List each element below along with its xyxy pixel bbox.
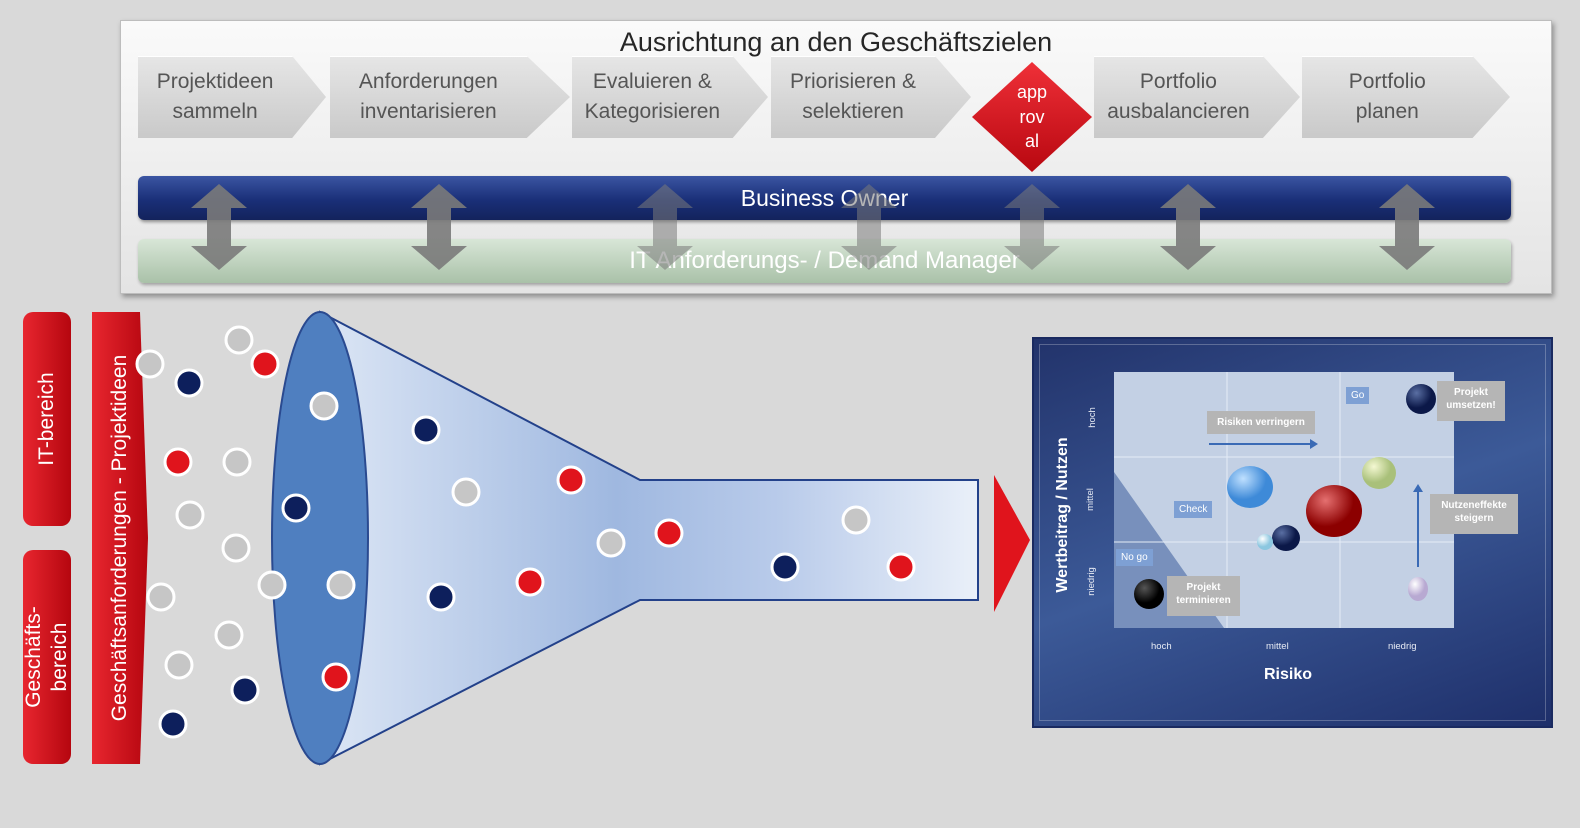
panel-title: Ausrichtung an den Geschäftszielen [619,27,1053,57]
step-label: Portfolio planen [1348,70,1426,123]
project-bubble [1227,466,1273,508]
go-zone [1114,372,1454,628]
step-label: Priorisieren & selektieren [789,70,917,123]
x-axis-label: Risiko [1263,666,1313,683]
x-tick: niedrig [1388,641,1417,652]
step-collect-ideas[interactable]: Projektideen sammeln [138,56,326,138]
red-dot [654,518,684,548]
step-label: Projektideen sammeln [156,70,274,123]
step-balance-portfolio[interactable]: Portfolio ausbalancieren [1094,56,1300,138]
no-go-zone-label: No go [1116,549,1153,566]
navy-dot [770,552,800,582]
matrix-frame [1039,344,1546,721]
funnel-mouth [271,311,369,765]
risk-arrow-head [1310,439,1318,449]
grey-dot [214,620,244,650]
red-dot [556,465,586,495]
navy-dot [158,709,188,739]
red-dot [515,567,545,597]
grey-dot [224,325,254,355]
grey-dot [222,447,252,477]
navy-dot [426,582,456,612]
x-tick: mittel [1266,641,1289,652]
check-zone-label: Check [1174,501,1213,518]
step-evaluate-categorize[interactable]: Evaluieren & Kategorisieren [572,56,768,138]
business-owner-label: Business Owner [740,185,909,211]
double-arrow-icon [1379,184,1435,270]
business-department-bar: Geschäfts- bereich [22,550,71,764]
grey-dot [451,477,481,507]
requirements-arrow: Geschäftsanforderungen - Projektideen [92,312,148,764]
double-arrow-icon [1004,184,1060,270]
business-owner-bar: Business Owner [138,176,1511,220]
grey-dot [221,533,251,563]
double-arrow-icon [1160,184,1216,270]
project-bubble [1272,525,1300,551]
project-bubble [1406,384,1436,414]
double-arrow-icon [411,184,467,270]
demand-manager-label: IT Anforderungs- / Demand Manager [629,247,1020,274]
grey-dot [596,528,626,558]
it-department-bar: IT-bereich [23,312,71,526]
red-dot [163,447,193,477]
callout-implement: Projekt umsetzen! [1437,381,1505,421]
go-zone-label: Go [1346,387,1370,404]
callout-terminate: Projekt terminieren [1167,576,1240,616]
double-arrow-icon [637,184,693,270]
demand-manager-bar: IT Anforderungs- / Demand Manager [138,239,1511,283]
step-inventory-requirements[interactable]: Anforderungen inventarisieren [330,56,570,138]
callout-increase-benefit: Nutzeneffekte steigern [1430,494,1518,534]
funnel-body [319,310,979,766]
grey-dot [257,570,287,600]
project-bubble [1257,534,1273,550]
red-dot [886,552,916,582]
step-label: Portfolio ausbalancieren [1107,70,1250,123]
y-tick: mittel [1084,488,1096,511]
grey-dot [175,500,205,530]
step-prioritize-select[interactable]: Priorisieren & selektieren [771,56,971,138]
benefit-arrow-head [1413,484,1423,492]
red-dot [250,349,280,379]
step-plan-portfolio[interactable]: Portfolio planen [1302,56,1510,138]
navy-dot [411,415,441,445]
step-label: Evaluieren & Kategorisieren [584,70,721,123]
project-bubble [1408,577,1428,601]
grey-dot [841,505,871,535]
red-dot [321,662,351,692]
navy-dot [174,368,204,398]
grey-dot [164,650,194,680]
grey-dot [326,570,356,600]
project-bubble [1306,485,1362,537]
project-bubble [1134,579,1164,609]
funnel-output-arrow [994,475,1030,612]
project-bubble [1362,457,1396,489]
grey-dot [309,391,339,421]
navy-dot [230,675,260,705]
grey-dot [146,582,176,612]
approval-label: app rov al [1016,82,1048,151]
y-axis-label: Wertbeitrag / Nutzen [1054,437,1071,593]
callout-reduce-risk: Risiken verringern [1207,411,1315,434]
funnel-diagram [135,310,1030,766]
step-label: Anforderungen inventarisieren [358,70,498,123]
double-arrow-icon [841,184,897,270]
grey-dot [135,349,165,379]
y-tick: niedrig [1085,567,1097,596]
y-tick: hoch [1086,407,1098,428]
navy-dot [281,493,311,523]
double-arrow-icon [191,184,247,270]
x-tick: hoch [1151,641,1172,652]
